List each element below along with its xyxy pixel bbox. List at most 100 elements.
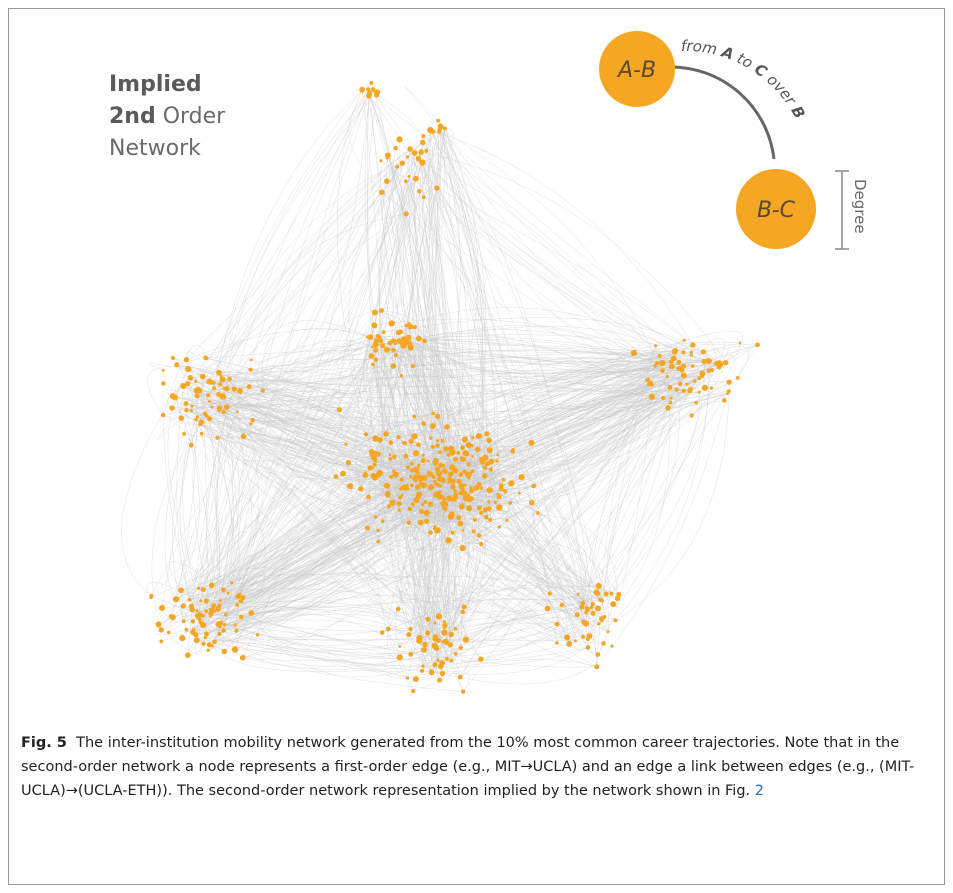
network-node bbox=[705, 358, 712, 364]
network-edge bbox=[444, 396, 653, 628]
network-node bbox=[595, 652, 601, 657]
network-node bbox=[390, 338, 397, 344]
network-edge bbox=[415, 344, 758, 680]
network-node bbox=[181, 619, 186, 624]
network-node bbox=[441, 504, 447, 510]
network-node bbox=[207, 416, 213, 422]
network-node bbox=[347, 483, 354, 490]
network-node bbox=[680, 372, 687, 379]
network-node bbox=[377, 437, 383, 443]
network-node bbox=[411, 502, 415, 507]
network-node bbox=[457, 674, 463, 680]
network-node bbox=[505, 518, 509, 522]
network-node bbox=[344, 442, 348, 446]
network-node bbox=[682, 338, 686, 342]
network-node bbox=[416, 442, 421, 448]
network-node bbox=[423, 509, 430, 516]
network-node bbox=[211, 603, 217, 608]
network-node bbox=[599, 598, 604, 603]
network-edge bbox=[199, 162, 403, 391]
network-node bbox=[199, 599, 203, 603]
network-edge bbox=[185, 403, 351, 487]
network-edge bbox=[452, 351, 675, 488]
network-node bbox=[368, 353, 375, 359]
network-node bbox=[421, 474, 428, 481]
network-node bbox=[432, 635, 439, 642]
network-node bbox=[231, 386, 237, 392]
network-edge bbox=[242, 365, 394, 658]
network-node bbox=[372, 457, 378, 463]
network-node bbox=[246, 384, 252, 389]
network-edge bbox=[424, 338, 669, 409]
network-node bbox=[413, 175, 419, 182]
network-edge bbox=[239, 390, 497, 465]
network-node bbox=[439, 660, 446, 666]
network-node bbox=[219, 599, 222, 603]
network-edge bbox=[419, 617, 584, 639]
network-edge bbox=[409, 344, 599, 587]
network-node bbox=[659, 360, 666, 367]
network-node bbox=[434, 413, 441, 419]
network-node bbox=[425, 616, 431, 622]
network-edge bbox=[176, 364, 695, 395]
legend: A-B B-C from A to C over B Degree bbox=[599, 31, 869, 250]
network-edge bbox=[231, 582, 435, 656]
network-node bbox=[458, 489, 465, 496]
network-node bbox=[442, 620, 446, 624]
network-node bbox=[390, 363, 397, 369]
network-edge bbox=[196, 639, 408, 679]
network-node bbox=[372, 341, 379, 348]
network-edge bbox=[219, 328, 368, 385]
network-node bbox=[413, 450, 419, 457]
network-edge bbox=[462, 361, 672, 549]
network-node bbox=[408, 626, 413, 632]
network-node bbox=[385, 492, 391, 498]
network-node bbox=[453, 489, 457, 493]
network-edge bbox=[583, 620, 608, 655]
network-node bbox=[421, 647, 427, 653]
network-edge bbox=[435, 598, 599, 637]
network-edge bbox=[395, 502, 447, 647]
network-edge bbox=[241, 444, 419, 602]
network-node bbox=[411, 150, 418, 156]
network-edge bbox=[414, 362, 720, 437]
network-node bbox=[487, 500, 491, 504]
network-node bbox=[395, 164, 400, 169]
network-node bbox=[216, 391, 222, 397]
network-node bbox=[185, 381, 191, 387]
network-node bbox=[405, 483, 409, 488]
network-node bbox=[462, 636, 469, 643]
network-edge bbox=[409, 342, 692, 363]
network-edge bbox=[220, 384, 431, 439]
network-node bbox=[407, 506, 412, 512]
caption-figure-link[interactable]: 2 bbox=[754, 783, 764, 799]
network-edge bbox=[404, 352, 684, 444]
network-edge bbox=[223, 213, 407, 398]
network-node bbox=[590, 610, 596, 616]
network-node bbox=[185, 652, 191, 658]
network-edge bbox=[380, 160, 663, 371]
network-edge bbox=[501, 397, 664, 490]
network-node bbox=[158, 627, 164, 633]
network-node bbox=[345, 459, 352, 466]
network-edge bbox=[431, 131, 450, 499]
network-edge bbox=[373, 457, 451, 639]
network-node bbox=[653, 364, 657, 368]
network-node bbox=[208, 611, 214, 617]
network-node bbox=[196, 586, 200, 590]
degree-bracket bbox=[835, 170, 849, 250]
network-node bbox=[184, 627, 189, 632]
network-edge bbox=[438, 128, 589, 648]
network-edge bbox=[195, 95, 370, 382]
network-edge bbox=[422, 142, 483, 437]
network-node bbox=[417, 519, 424, 526]
network-edge bbox=[440, 593, 551, 667]
network-node bbox=[630, 349, 638, 357]
network-node bbox=[389, 499, 396, 506]
network-node bbox=[437, 123, 444, 130]
network-edge bbox=[437, 445, 505, 492]
network-node bbox=[384, 178, 390, 184]
network-edge bbox=[203, 511, 487, 617]
network-node bbox=[400, 336, 408, 343]
network-node bbox=[429, 436, 433, 440]
